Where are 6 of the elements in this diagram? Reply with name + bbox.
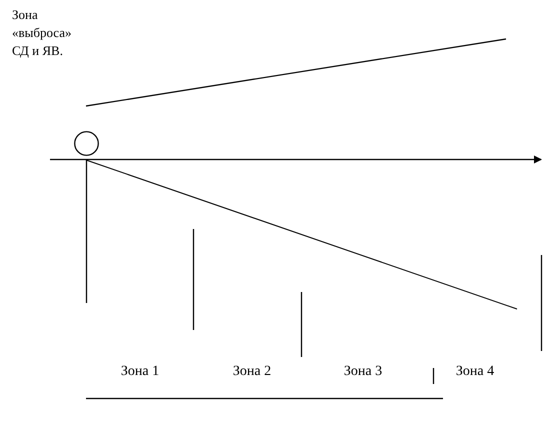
zone-label: Зона 3 <box>344 364 382 379</box>
zone-label: Зона 2 <box>232 364 272 379</box>
zone-label: Зона 4 <box>456 364 494 379</box>
zone-label: Зона 1 <box>120 364 160 379</box>
circle-marker <box>74 131 99 156</box>
zone-note: Зона «выброса» СД и ЯВ. <box>12 7 72 58</box>
